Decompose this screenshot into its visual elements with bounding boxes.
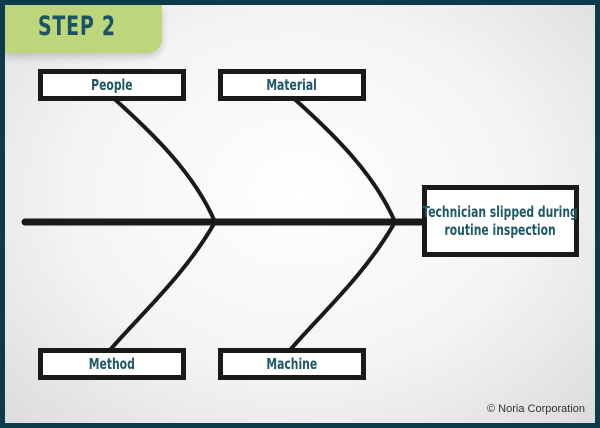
bone-people [108, 93, 217, 223]
category-machine: Machine [218, 348, 366, 380]
effect-line-1: Technician slipped during [422, 203, 579, 221]
effect-line-2: routine inspection [444, 221, 557, 239]
bone-method [108, 221, 217, 352]
category-label: Machine [266, 355, 318, 373]
diagram-canvas: STEP 2 People Material Method Machine Te… [5, 5, 595, 423]
copyright: © Noria Corporation [487, 403, 585, 415]
category-method: Method [38, 348, 186, 380]
category-label: Method [88, 355, 136, 373]
fishbone-lines [21, 93, 429, 352]
bone-machine [288, 221, 397, 352]
category-people: People [38, 69, 186, 101]
category-material: Material [218, 69, 366, 101]
category-label: People [91, 76, 133, 94]
bone-material [288, 93, 397, 223]
step-label: STEP 2 [38, 11, 116, 42]
step-tab: STEP 2 [5, 5, 162, 53]
category-label: Material [266, 76, 318, 94]
